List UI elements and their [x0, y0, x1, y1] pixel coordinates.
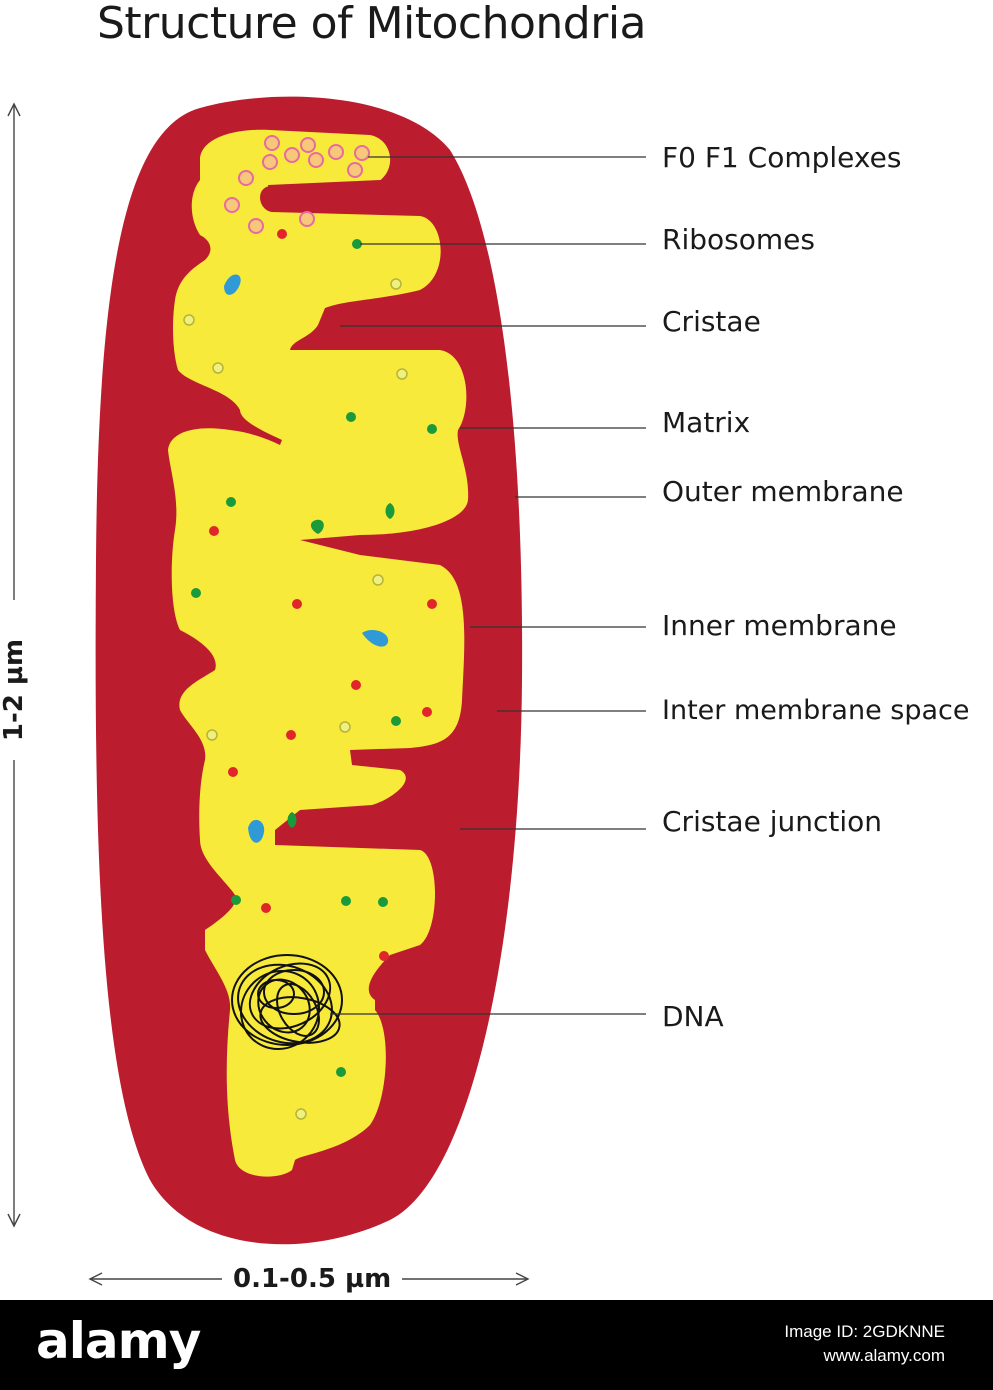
label-dna: DNA: [662, 1000, 724, 1033]
dimension-width-label: 0.1-0.5 µm: [233, 1264, 392, 1294]
f0f1-complexes: [224, 135, 370, 234]
watermark-footer: [0, 1300, 993, 1390]
granules-pale: [183, 278, 408, 1120]
width-arrow: [88, 1272, 530, 1286]
stock-url: www.alamy.com: [823, 1346, 945, 1365]
label-f0f1-complexes: F0 F1 Complexes: [662, 141, 902, 174]
ribosomes-green: [191, 239, 437, 1077]
mitochondria-diagram: [7, 96, 646, 1286]
height-arrow: [7, 102, 21, 1228]
brand-logo: alamy: [36, 1312, 201, 1370]
label-outer-membrane: Outer membrane: [662, 475, 904, 508]
label-inter-membrane-space: Inter membrane space: [662, 695, 970, 726]
label-cristae: Cristae: [662, 305, 761, 338]
diagram-title: Structure of Mitochondria: [97, 0, 647, 49]
dna-tangle: [231, 954, 343, 1051]
ribosomes-red: [209, 229, 437, 961]
matrix: [168, 129, 469, 1177]
dimension-height-label: 1-2 µm: [0, 638, 29, 742]
image-id: Image ID: 2GDKNNE: [784, 1322, 945, 1341]
blue-granules: [224, 274, 389, 843]
label-matrix: Matrix: [662, 406, 751, 439]
label-inner-membrane: Inner membrane: [662, 609, 897, 642]
ribosomes-green-teardrop: [287, 503, 395, 828]
leader-lines: [330, 156, 646, 1015]
label-cristae-junction: Cristae junction: [662, 805, 882, 838]
label-ribosomes: Ribosomes: [662, 223, 815, 256]
crista-1: [268, 180, 390, 196]
